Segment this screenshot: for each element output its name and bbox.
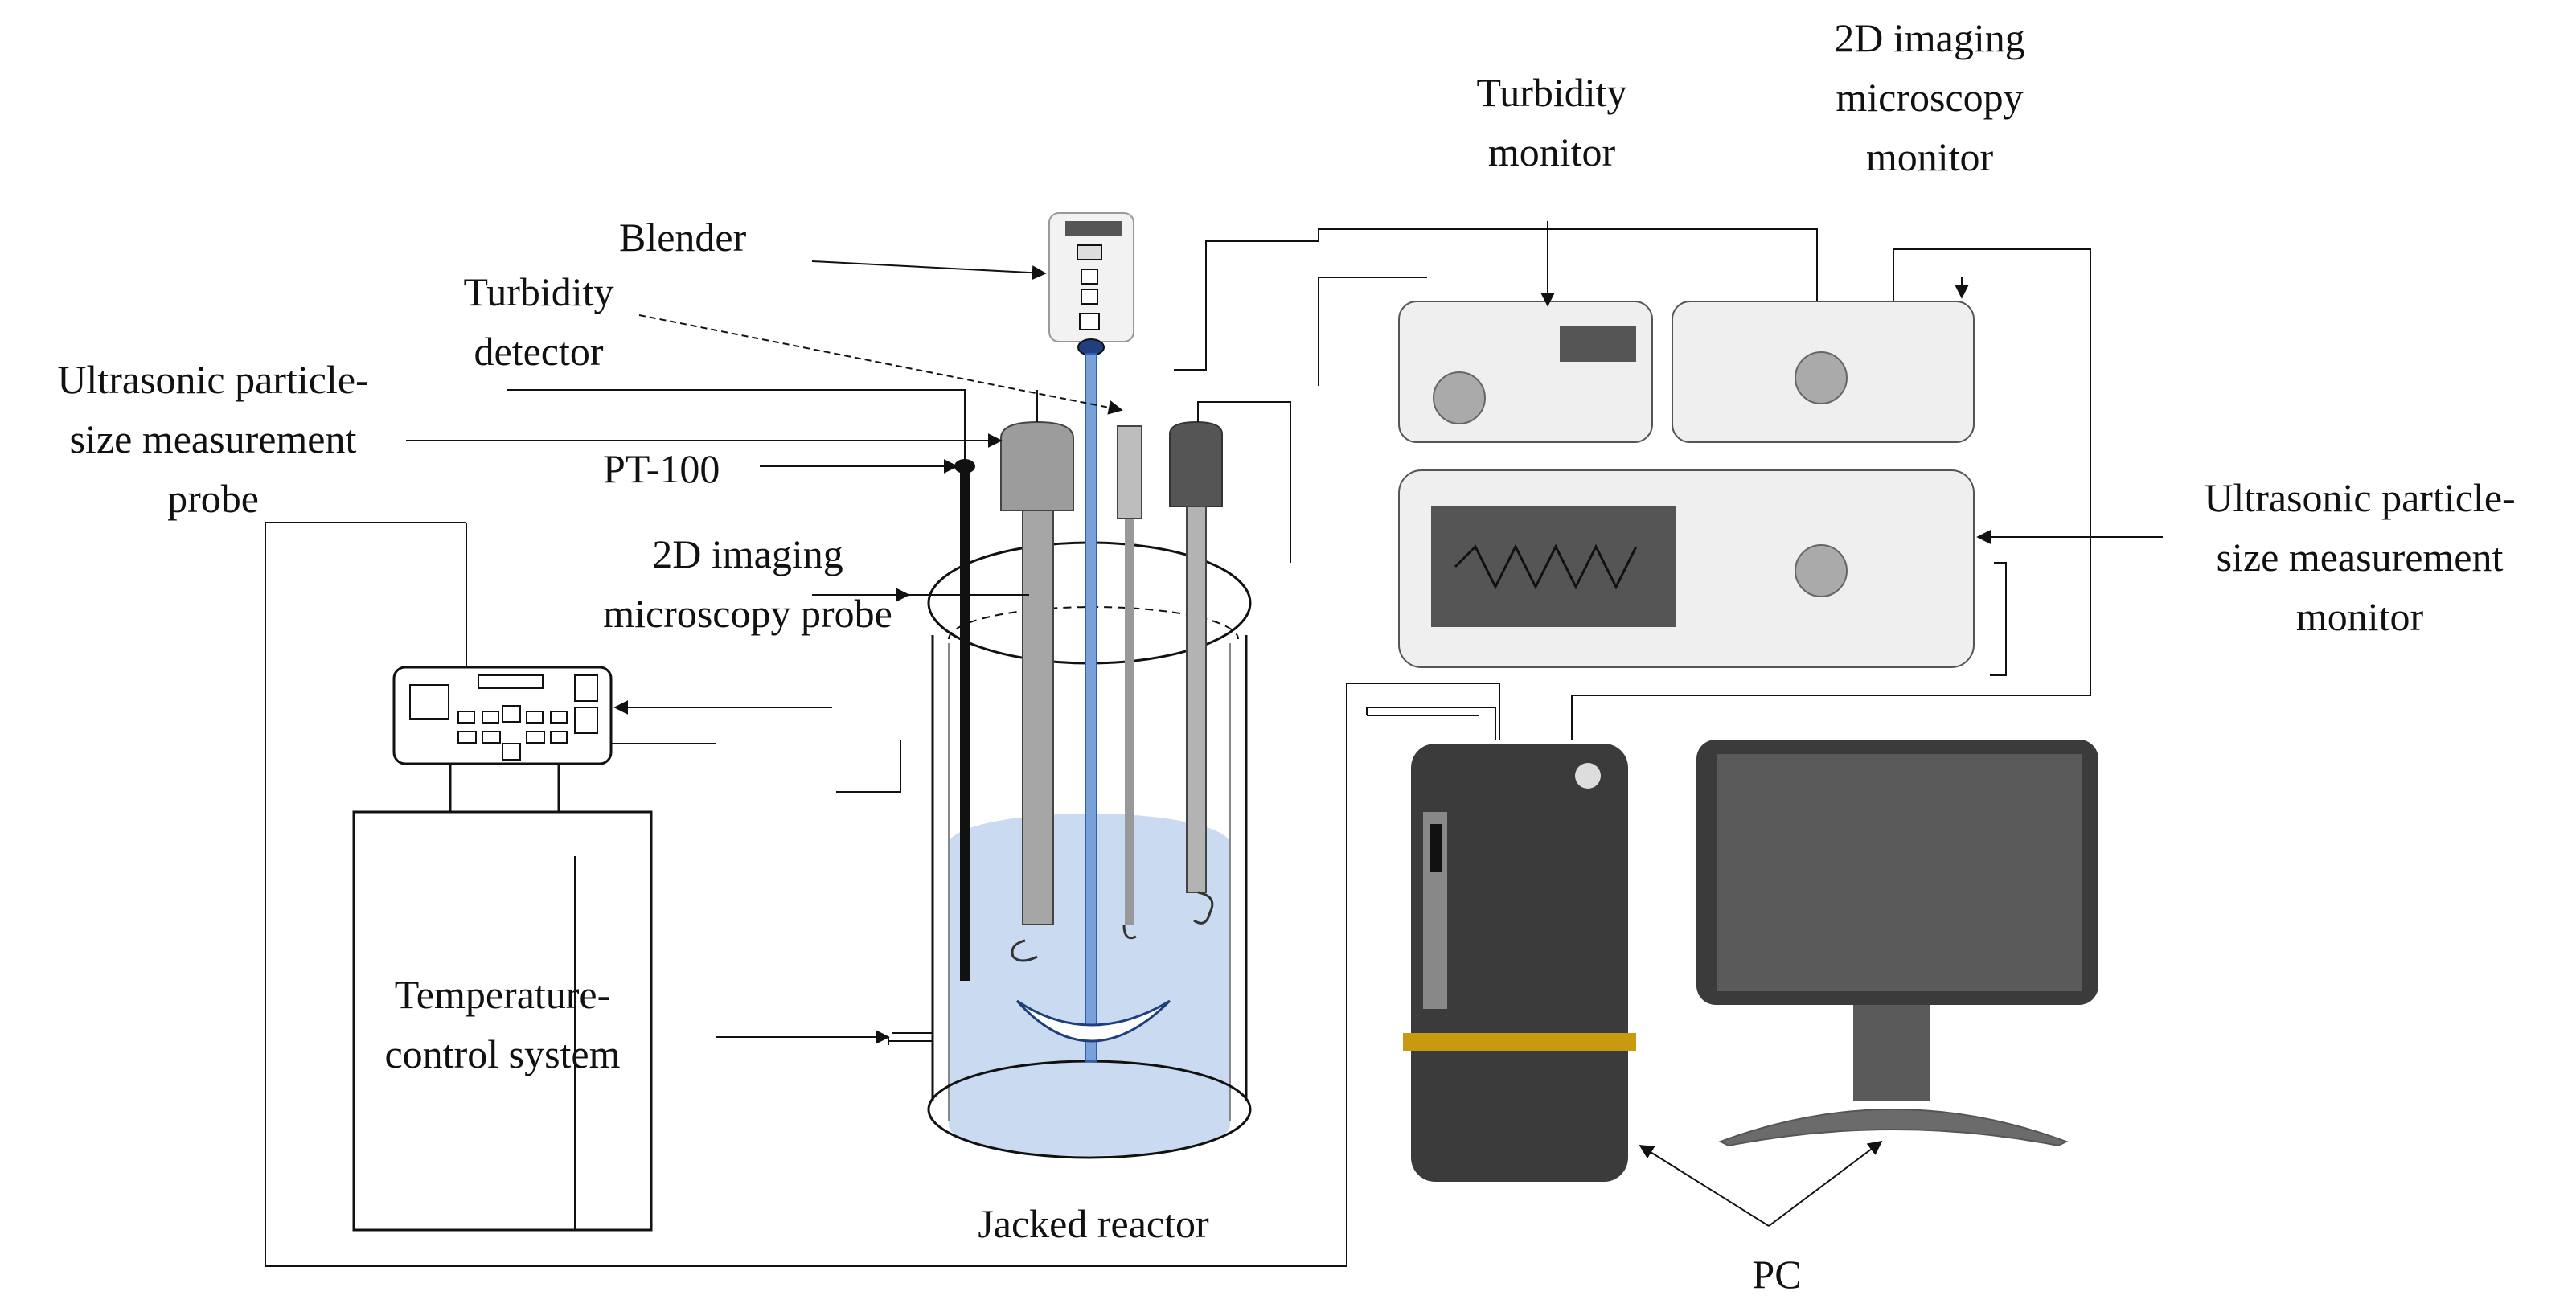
- ultrasonic-monitor-device: [1398, 469, 1975, 668]
- label-ultrasonic-probe-line: size measurement: [69, 416, 357, 461]
- label-ultrasonic-monitor: Ultrasonic particle- size measurement mo…: [2163, 468, 2557, 646]
- label-temperature-system-line: Temperature-: [394, 972, 611, 1017]
- label-temperature-system: Temperature- control system: [354, 965, 651, 1084]
- label-imaging-monitor: 2D imaging microscopy monitor: [1785, 8, 2074, 187]
- label-turbidity-detector-line: detector: [474, 329, 604, 374]
- leader-arrows: [406, 221, 2163, 1227]
- label-reactor: Jacked reactor: [953, 1194, 1234, 1253]
- label-imaging-monitor-line: microscopy: [1836, 75, 2024, 120]
- imaging-microscopy-probe: [1169, 420, 1223, 925]
- label-temperature-system-line: control system: [384, 1031, 621, 1076]
- label-ultrasonic-probe-line: Ultrasonic particle-: [57, 357, 369, 402]
- label-pc: PC: [1729, 1244, 1825, 1304]
- ultrasonic-probe: [1000, 420, 1074, 962]
- label-blender: Blender: [619, 207, 746, 267]
- label-turbidity-monitor-line: Turbidity: [1476, 70, 1627, 115]
- blender-unit: [1048, 212, 1134, 356]
- label-reactor-line: Jacked reactor: [978, 1201, 1209, 1246]
- pt100-sensor: [954, 459, 975, 981]
- label-pc-line: PC: [1752, 1252, 1802, 1297]
- label-ultrasonic-monitor-line: Ultrasonic particle-: [2204, 475, 2516, 520]
- label-ultrasonic-probe: Ultrasonic particle- size measurement pr…: [16, 350, 410, 528]
- turbidity-detector: [1117, 425, 1142, 940]
- temperature-control-unit: [352, 764, 653, 1232]
- connection-lines: [265, 228, 2091, 1267]
- label-pt100-line: PT-100: [603, 446, 720, 491]
- label-ultrasonic-monitor-line: size measurement: [2216, 535, 2504, 580]
- label-pt100: PT-100: [603, 439, 720, 498]
- label-turbidity-monitor: Turbidity monitor: [1423, 63, 1680, 182]
- label-ultrasonic-monitor-line: monitor: [2295, 594, 2424, 639]
- label-imaging-probe-line: microscopy probe: [603, 591, 892, 636]
- label-blender-line: Blender: [619, 215, 747, 260]
- label-imaging-monitor-line: monitor: [1865, 134, 1994, 179]
- label-imaging-monitor-line: 2D imaging: [1834, 15, 2025, 60]
- label-turbidity-detector: Turbidity detector: [438, 262, 639, 381]
- turbidity-monitor-device: [1398, 301, 1653, 443]
- temperature-controller-panel: [392, 666, 613, 765]
- label-turbidity-detector-line: Turbidity: [463, 269, 614, 314]
- label-imaging-probe: 2D imaging microscopy probe: [591, 524, 904, 643]
- imaging-microscopy-monitor-device: [1672, 301, 1975, 443]
- label-imaging-probe-line: 2D imaging: [652, 531, 843, 576]
- label-ultrasonic-probe-line: probe: [167, 476, 259, 521]
- pc-tower: [1403, 744, 1636, 1182]
- stirrer-shaft: [1015, 353, 1171, 1062]
- pc-display: [1696, 740, 2098, 1147]
- label-turbidity-monitor-line: monitor: [1487, 129, 1616, 174]
